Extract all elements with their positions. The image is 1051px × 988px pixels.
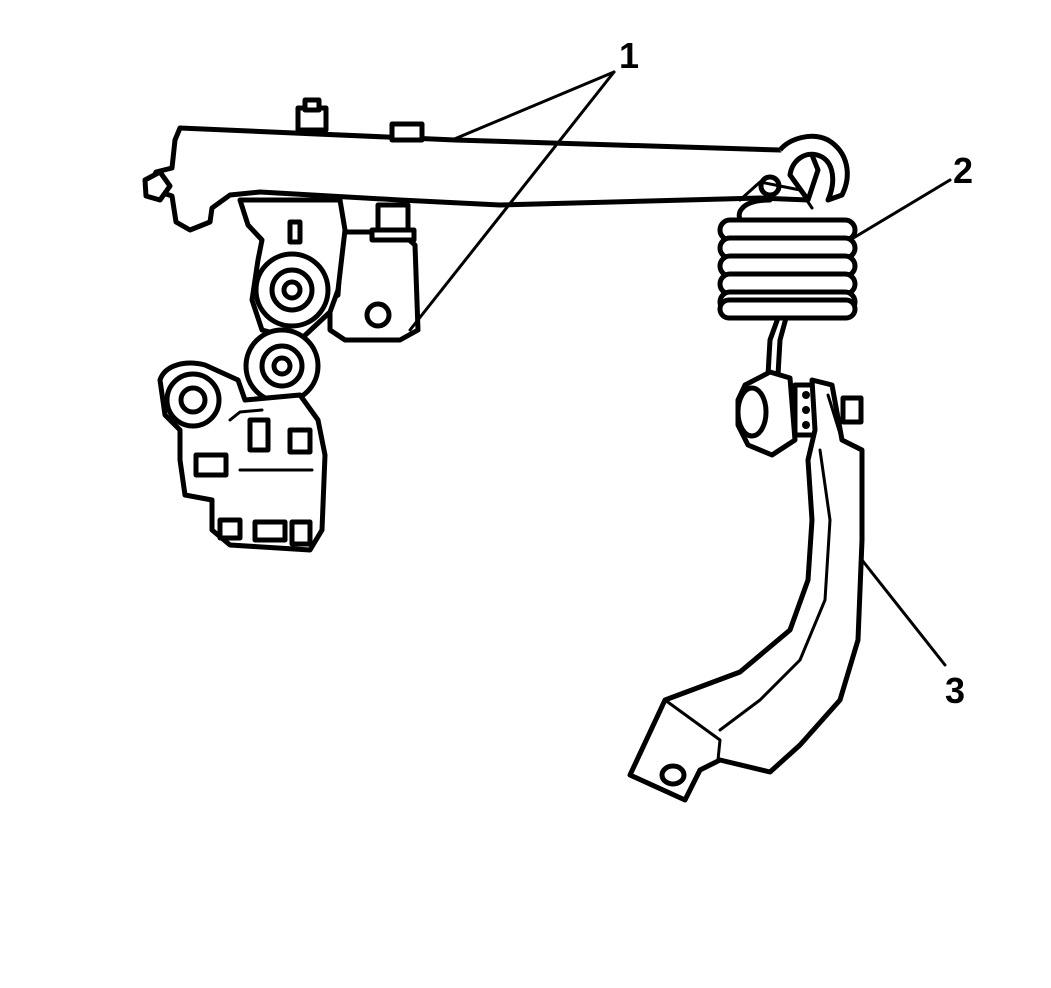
bolt-head-left	[295, 97, 329, 133]
callout-2: 2	[953, 150, 973, 191]
callout-3: 3	[945, 670, 965, 711]
leader-2	[848, 178, 952, 242]
callout-1: 1	[619, 35, 639, 76]
bolt-head-right	[389, 121, 425, 143]
leader-1a	[450, 70, 616, 142]
pivot-hook	[738, 133, 850, 210]
bracket-assembly	[142, 97, 850, 553]
return-spring	[717, 197, 858, 378]
pedal-arm	[627, 369, 865, 803]
leader-lines	[408, 70, 952, 667]
leader-3	[860, 558, 947, 667]
upper-roller	[253, 251, 331, 329]
valve-body	[157, 360, 328, 553]
lower-roller	[243, 327, 321, 405]
leader-1b	[408, 70, 616, 332]
